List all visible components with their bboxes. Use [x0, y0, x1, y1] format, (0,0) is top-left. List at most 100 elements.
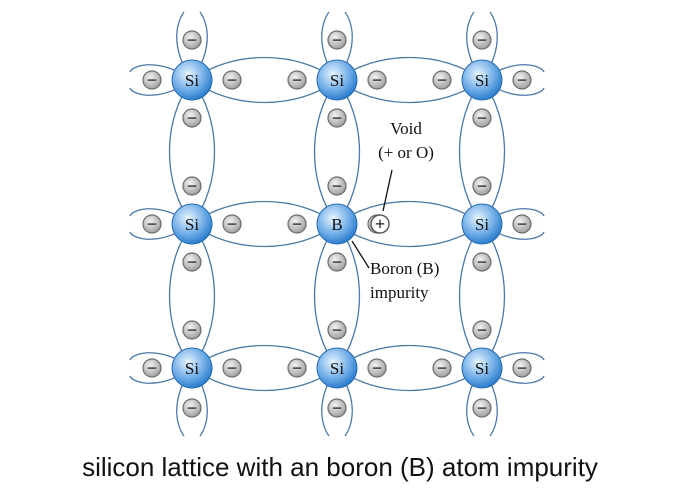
- void-annotation: Void (+ or O): [378, 119, 434, 212]
- electron: −: [472, 398, 492, 418]
- silicon-atom: Si: [171, 59, 213, 101]
- electrons: −−−−−−−−−−−−−−−−−−−−−−−−−−−−−−−−−−−: [142, 30, 532, 418]
- atom-label: Si: [185, 71, 199, 90]
- electron: −: [142, 70, 162, 90]
- boron-pointer-line: [351, 240, 370, 269]
- atom-label: Si: [475, 71, 489, 90]
- svg-text:−: −: [332, 176, 342, 196]
- electron: −: [182, 252, 202, 272]
- bond-vertical: [168, 79, 216, 226]
- electron: −: [327, 30, 347, 50]
- svg-text:−: −: [477, 252, 487, 272]
- electron: −: [512, 358, 532, 378]
- svg-text:−: −: [187, 398, 197, 418]
- svg-text:−: −: [292, 70, 302, 90]
- electron: −: [327, 108, 347, 128]
- lattice-svg: −−−−−−−−−−−−−−−−−−−−−−−−−−−−−−−−−−− SiSi…: [129, 11, 545, 437]
- svg-text:−: −: [292, 214, 302, 234]
- svg-text:−: −: [292, 358, 302, 378]
- void-pointer-line: [382, 169, 393, 212]
- electron: −: [287, 358, 307, 378]
- svg-text:−: −: [517, 214, 527, 234]
- electron: −: [327, 176, 347, 196]
- svg-text:−: −: [187, 320, 197, 340]
- silicon-atom: Si: [171, 203, 213, 245]
- electron: −: [287, 214, 307, 234]
- electron: −: [182, 320, 202, 340]
- svg-text:−: −: [332, 398, 342, 418]
- svg-text:−: −: [372, 70, 382, 90]
- electron: −: [287, 70, 307, 90]
- electron: −: [367, 70, 387, 90]
- electron: −: [432, 70, 452, 90]
- svg-text:−: −: [187, 252, 197, 272]
- atom-label: Si: [330, 71, 344, 90]
- electron: −: [222, 70, 242, 90]
- atom-label: Si: [330, 359, 344, 378]
- atom-label: B: [331, 215, 342, 234]
- svg-text:−: −: [477, 320, 487, 340]
- silicon-atom: Si: [316, 59, 358, 101]
- electron: −: [142, 358, 162, 378]
- electron: −: [472, 252, 492, 272]
- silicon-atom: Si: [171, 347, 213, 389]
- svg-text:−: −: [227, 358, 237, 378]
- atom-label: Si: [475, 215, 489, 234]
- electron: −: [182, 108, 202, 128]
- svg-text:−: −: [437, 70, 447, 90]
- bond-horizontal: [191, 200, 339, 248]
- electron: −: [182, 398, 202, 418]
- electron: −: [472, 320, 492, 340]
- svg-text:−: −: [332, 252, 342, 272]
- electron: −: [142, 214, 162, 234]
- boron-label-line1: Boron (B): [370, 259, 439, 278]
- electron: −: [512, 214, 532, 234]
- bond-horizontal: [336, 56, 484, 104]
- boron-atom: B: [316, 203, 358, 245]
- silicon-atom: Si: [461, 59, 503, 101]
- bond-horizontal: [336, 344, 484, 392]
- electron: −: [327, 398, 347, 418]
- svg-text:−: −: [147, 214, 157, 234]
- atom-label: Si: [475, 359, 489, 378]
- electron: −: [512, 70, 532, 90]
- electron: −: [182, 176, 202, 196]
- electron: −: [472, 176, 492, 196]
- svg-text:−: −: [477, 108, 487, 128]
- electron: −: [327, 320, 347, 340]
- svg-text:−: −: [187, 176, 197, 196]
- electron: −: [222, 358, 242, 378]
- bond-vertical: [313, 79, 361, 226]
- boron-annotation: Boron (B) impurity: [351, 240, 439, 302]
- hole-symbol: +: [375, 214, 385, 234]
- hole: +: [370, 214, 390, 234]
- svg-text:−: −: [437, 358, 447, 378]
- bond-vertical: [168, 223, 216, 370]
- electron: −: [222, 214, 242, 234]
- svg-text:−: −: [147, 70, 157, 90]
- bond-vertical: [313, 223, 361, 370]
- svg-text:−: −: [517, 70, 527, 90]
- void-label-line1: Void: [390, 119, 422, 138]
- void-label-line2: (+ or O): [378, 143, 434, 162]
- svg-text:−: −: [372, 358, 382, 378]
- silicon-atom: Si: [461, 203, 503, 245]
- bond-vertical: [458, 79, 506, 226]
- svg-text:−: −: [332, 30, 342, 50]
- boron-label-line2: impurity: [370, 283, 429, 302]
- svg-text:−: −: [477, 30, 487, 50]
- svg-text:−: −: [227, 70, 237, 90]
- svg-text:−: −: [227, 214, 237, 234]
- bond-horizontal: [336, 200, 484, 248]
- svg-text:−: −: [332, 320, 342, 340]
- hole-circle: [370, 214, 390, 234]
- svg-text:−: −: [187, 30, 197, 50]
- electron: −: [472, 108, 492, 128]
- bond-horizontal: [191, 56, 339, 104]
- atom-label: Si: [185, 359, 199, 378]
- svg-text:−: −: [477, 176, 487, 196]
- silicon-atom: Si: [461, 347, 503, 389]
- svg-text:−: −: [187, 108, 197, 128]
